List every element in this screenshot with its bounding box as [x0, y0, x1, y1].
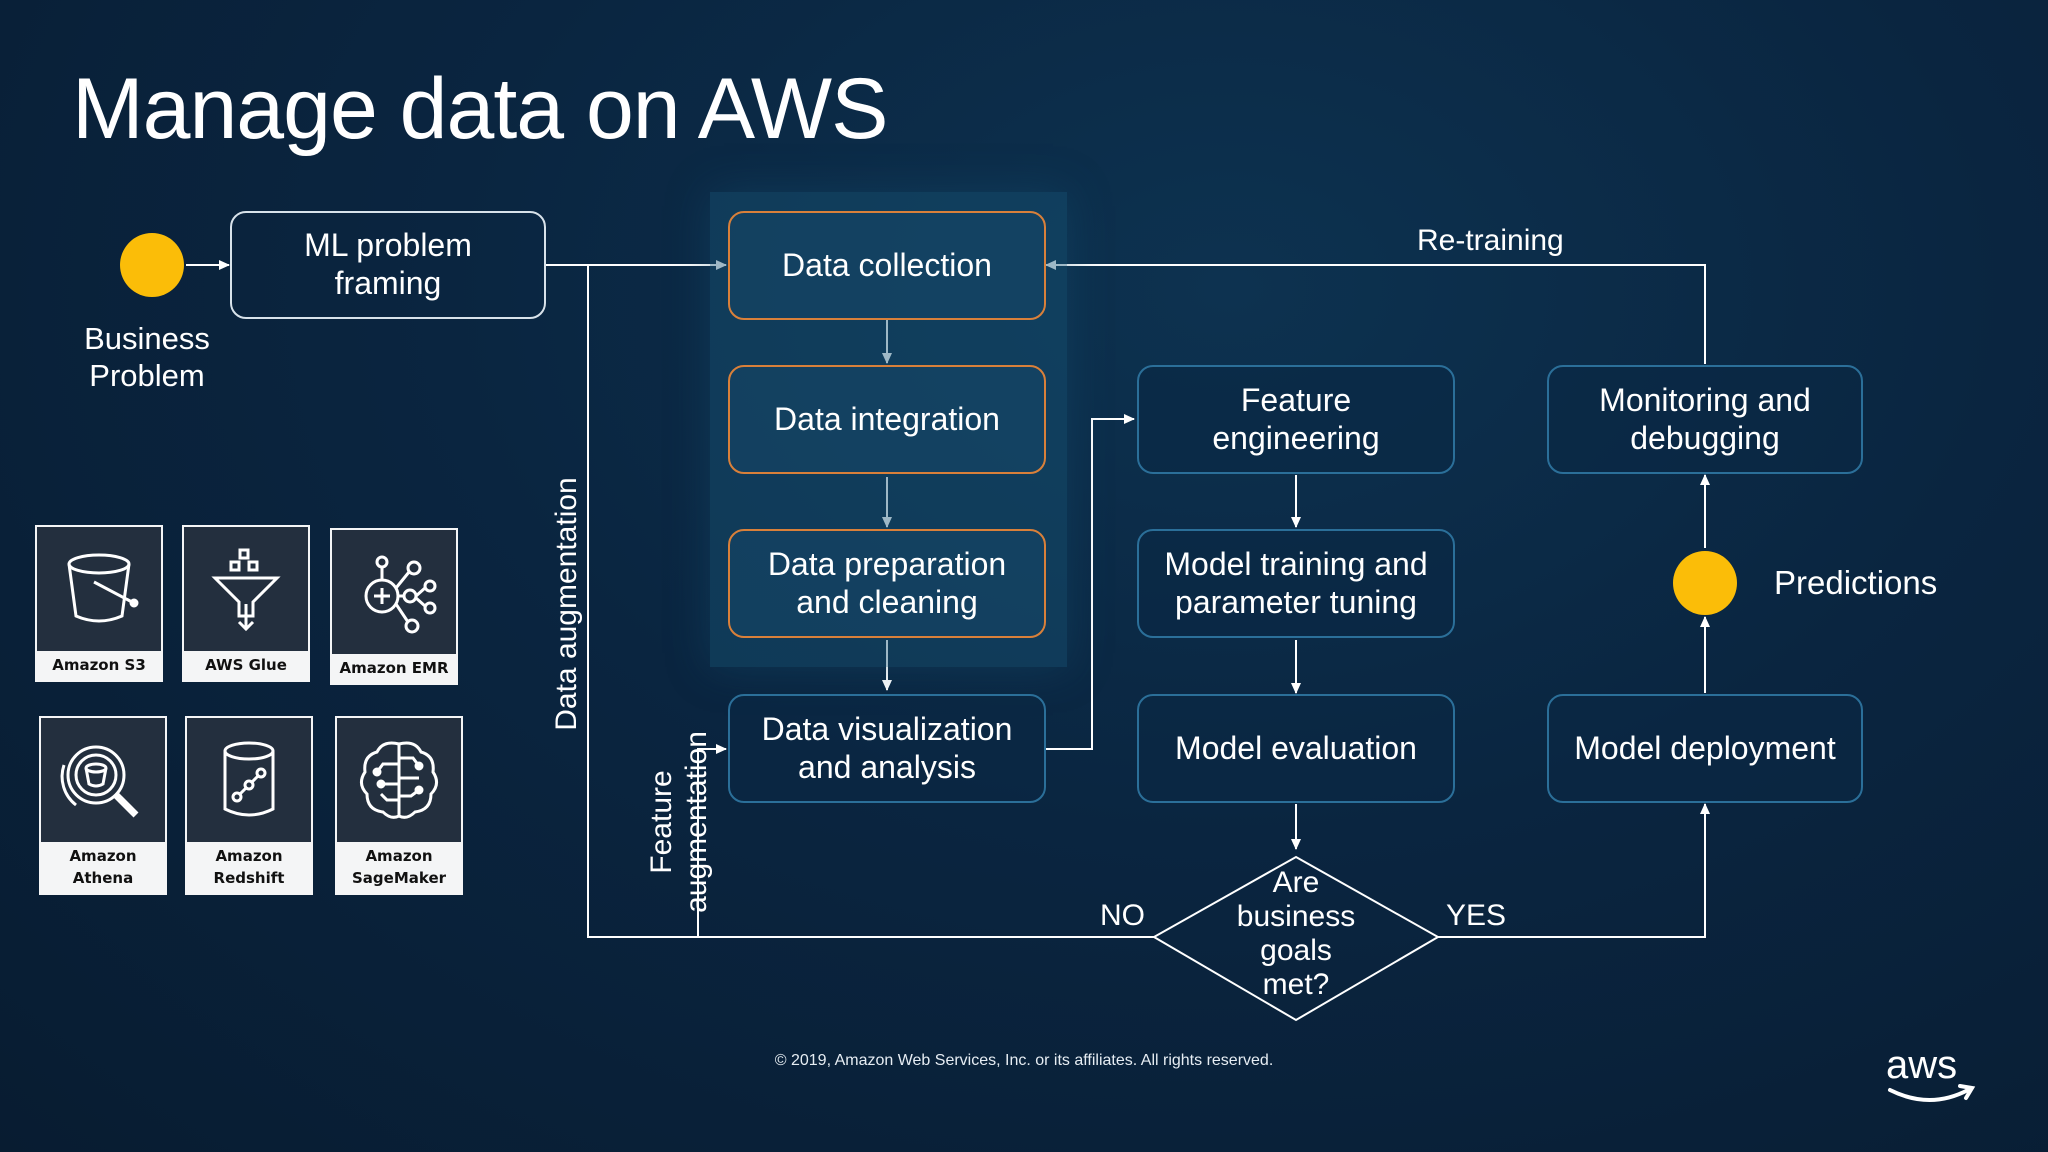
predictions-dot: [1673, 551, 1737, 615]
aws-logo: aws: [1884, 1042, 1978, 1112]
yes-label: YES: [1446, 899, 1507, 932]
cluster-icon: [332, 530, 456, 654]
data-augmentation-label: Data augmentation: [550, 477, 583, 731]
service-label: AWS Glue: [205, 656, 287, 674]
predictions-label: Predictions: [1774, 564, 1938, 601]
service-amazon-sagemaker: Amazon SageMaker: [335, 716, 463, 895]
no-label: NO: [1100, 899, 1145, 932]
service-amazon-athena: Amazon Athena: [39, 716, 167, 895]
model-evaluation-box[interactable]: Model evaluation: [1137, 694, 1455, 803]
feature-augmentation-label: Feature augmentation: [645, 731, 714, 913]
service-label: Amazon EMR: [339, 659, 449, 677]
model-training-box[interactable]: Model training and parameter tuning: [1137, 529, 1455, 638]
service-label: Amazon S3: [52, 656, 146, 674]
data-collection-box[interactable]: Data collection: [728, 211, 1046, 320]
service-amazon-redshift: Amazon Redshift: [185, 716, 313, 895]
copyright-footer: © 2019, Amazon Web Services, Inc. or its…: [774, 1052, 1274, 1069]
business-problem-dot: [120, 233, 184, 297]
service-label: Amazon SageMaker: [351, 847, 447, 887]
service-amazon-emr: Amazon EMR: [330, 528, 458, 685]
data-preparation-box[interactable]: Data preparation and cleaning: [728, 529, 1046, 638]
data-integration-box[interactable]: Data integration: [728, 365, 1046, 474]
business-problem-label: Business Problem: [84, 321, 210, 393]
model-deployment-box[interactable]: Model deployment: [1547, 694, 1863, 803]
bucket-icon: [37, 527, 161, 651]
service-amazon-s3: Amazon S3: [35, 525, 163, 682]
service-label: Amazon Athena: [69, 847, 137, 887]
database-icon: [187, 718, 311, 842]
brain-icon: [337, 718, 461, 842]
funnel-icon: [184, 527, 308, 651]
decision-label: Are business goals met?: [1236, 866, 1356, 1001]
retraining-label: Re-training: [1417, 224, 1564, 257]
magnifier-icon: [41, 718, 165, 842]
service-aws-glue: AWS Glue: [182, 525, 310, 682]
service-label: Amazon Redshift: [213, 847, 285, 887]
monitoring-debugging-box[interactable]: Monitoring and debugging: [1547, 365, 1863, 474]
ml-problem-framing-box[interactable]: ML problem framing: [230, 211, 546, 319]
aws-logo-text: aws: [1886, 1043, 1957, 1087]
data-visualization-box[interactable]: Data visualization and analysis: [728, 694, 1046, 803]
feature-engineering-box[interactable]: Feature engineering: [1137, 365, 1455, 474]
slide-title: Manage data on AWS: [72, 61, 888, 157]
